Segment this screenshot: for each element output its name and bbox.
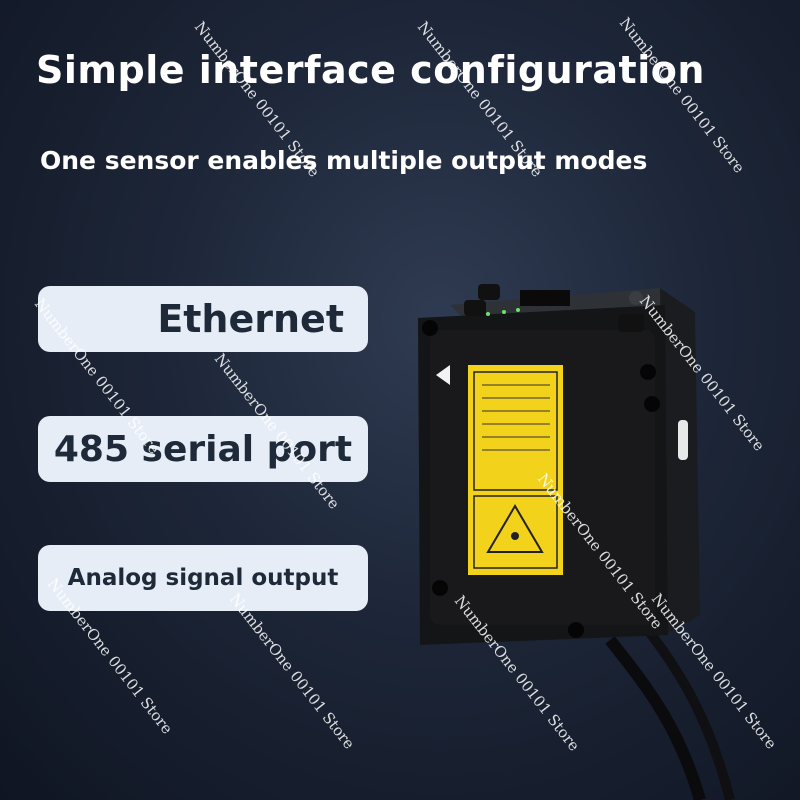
page-title: Simple interface configuration (36, 48, 705, 92)
feature-ethernet: Ethernet (38, 286, 368, 352)
feature-485-serial-port: 485 serial port (38, 416, 368, 482)
feature-analog-signal-output: Analog signal output (38, 545, 368, 611)
page-subtitle: One sensor enables multiple output modes (40, 146, 648, 175)
watermark-text: NumberOne 00101 Store (225, 590, 359, 753)
laser-sensor-image (400, 270, 800, 800)
